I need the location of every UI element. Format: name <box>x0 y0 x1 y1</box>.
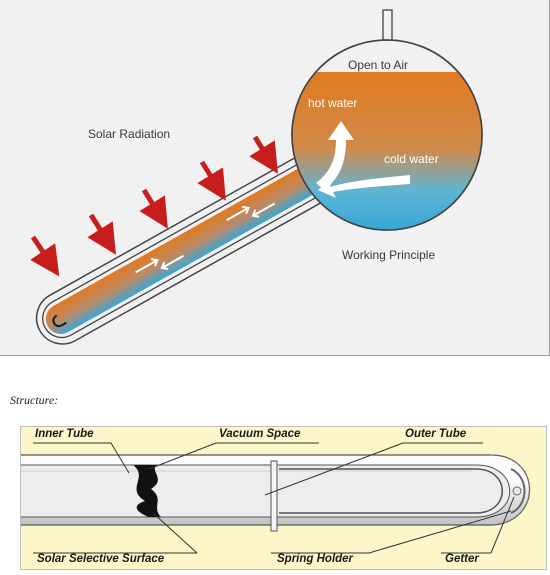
structure-diagram: Inner Tube Vacuum Space Outer Tube Solar… <box>20 426 547 570</box>
solar-selective-surface-label: Solar Selective Surface <box>37 553 165 565</box>
radiation-arrow-icon <box>197 160 226 201</box>
working-principle-label: Working Principle <box>342 248 436 262</box>
leader-lines <box>33 442 515 554</box>
flow-arrow-down-2 <box>251 202 276 218</box>
radiation-arrow-icon <box>87 213 116 255</box>
radiation-arrow-icon <box>139 188 168 229</box>
inner-tube <box>21 464 511 518</box>
vacuum-space-label: Vacuum Space <box>219 428 301 440</box>
cold-water-label: cold water <box>384 152 439 166</box>
working-principle-graphic <box>30 9 483 345</box>
hot-water-arrow-icon <box>316 121 354 190</box>
solar-radiation-label: Solar Radiation <box>88 127 171 141</box>
structure-title: Structure: <box>10 393 59 407</box>
structure-graphic <box>21 442 530 554</box>
solar-selective-surface <box>133 465 161 517</box>
radiation-arrow-icon <box>30 235 60 277</box>
cold-water-arrow-icon <box>318 175 410 198</box>
working-principle-diagram: Open to Air hot water cold water Solar R… <box>0 0 550 356</box>
open-to-air-label: Open to Air <box>348 58 409 72</box>
outer-tube-label: Outer Tube <box>405 428 467 440</box>
radiation-arrow-icon <box>249 135 278 174</box>
getter <box>510 468 526 514</box>
flow-arrow-up-2 <box>226 205 250 222</box>
getter-label: Getter <box>445 553 479 565</box>
hot-water-label: hot water <box>308 96 358 110</box>
flow-arrow-up <box>135 258 159 274</box>
flow-arrow-down <box>160 254 185 271</box>
vent-pipe <box>382 9 393 43</box>
inner-tube-label: Inner Tube <box>35 428 94 440</box>
tank-water <box>292 72 482 230</box>
spring-holder-label: Spring Holder <box>277 553 354 565</box>
evacuated-tube <box>35 155 338 345</box>
circulation-arrow-icon <box>52 314 67 328</box>
spring-holder <box>270 460 278 532</box>
tube-water <box>45 157 338 334</box>
